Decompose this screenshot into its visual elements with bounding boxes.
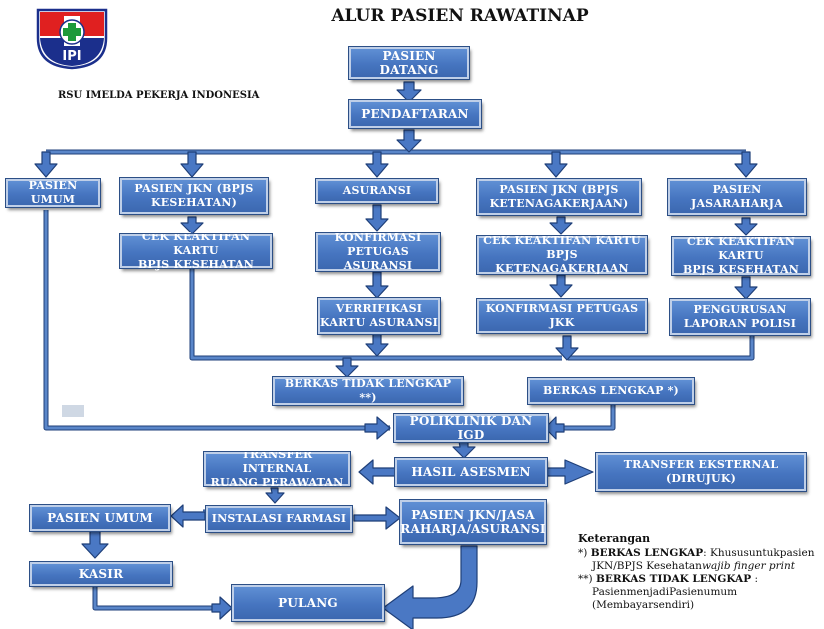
box-pasien-datang: PASIEN DATANG — [348, 46, 470, 80]
legend-text-1-line2b: wajib finger print — [701, 560, 796, 572]
box-hasil-asesmen: HASIL ASESMEN — [394, 457, 548, 487]
legend-text-1: : Khususuntukpasien — [703, 547, 815, 559]
box-pasien-umum-top: PASIEN UMUM — [5, 178, 101, 208]
box-kasir: KASIR — [29, 561, 173, 587]
legend-title: Keterangan — [578, 532, 651, 545]
box-verifikasi-kartu: VERRIFIKASI KARTU ASURANSI — [317, 297, 441, 335]
box-cek-bpjs-ketenagakerjaan: CEK KEAKTIFAN KARTU BPJS KETENAGAKERJAAN — [476, 234, 648, 275]
page-title: ALUR PASIEN RAWATINAP — [331, 6, 589, 26]
box-instalasi-farmasi: INSTALASI FARMASI — [205, 505, 353, 533]
box-pulang: PULANG — [231, 584, 385, 622]
box-cek-bpjs-kesehatan-2: CEK KEAKTIFAN KARTU BPJS KESEHATAN — [671, 235, 811, 276]
legend-text-2: : — [751, 573, 758, 585]
box-konfirmasi-jkk: KONFIRMASI PETUGAS JKK — [476, 298, 648, 334]
logo-letters: IPI — [62, 49, 81, 64]
box-pasien-jasaraharja: PASIEN JASARAHARJA — [667, 178, 807, 216]
box-pasien-jkn-bpjs-kesehatan: PASIEN JKN (BPJS KESEHATAN) — [119, 177, 269, 215]
legend-marker-2: **) — [578, 573, 593, 585]
box-poliklinik-igd: POLIKLINIK DAN IGD — [393, 413, 549, 443]
box-cek-bpjs-kesehatan-1: CEK KEAKTIFAN KARTU BPJS KESEHATAN — [119, 230, 273, 271]
hospital-name: RSU IMELDA PEKERJA INDONESIA — [58, 90, 260, 101]
box-berkas-tidak-lengkap: BERKAS TIDAK LENGKAP **) — [272, 376, 464, 406]
legend-text-2-line3: (Membayarsendiri) — [592, 599, 695, 611]
box-pendaftaran: PENDAFTARAN — [348, 99, 482, 129]
box-pasien-jkn-jasa-raharja: PASIEN JKN/JASA RAHARJA/ASURANSI — [399, 499, 547, 545]
decorative-mark — [62, 405, 84, 417]
legend-item-berkas-tidak-lengkap: **) BERKAS TIDAK LENGKAP : Pasienmenjadi… — [578, 573, 818, 612]
legend-text-2-line2: PasienmenjadiPasienumum — [592, 586, 738, 598]
box-asuransi: ASURANSI — [315, 178, 439, 204]
legend-marker-1: *) — [578, 547, 588, 559]
box-pasien-umum-bottom: PASIEN UMUM — [29, 504, 171, 532]
box-transfer-internal: TRANSFER INTERNAL RUANG PERAWATAN — [203, 448, 351, 489]
legend-label-2: BERKAS TIDAK LENGKAP — [595, 573, 752, 585]
legend-label-1: BERKAS LENGKAP — [590, 547, 704, 559]
box-konfirmasi-asuransi: KONFIRMASI PETUGAS ASURANSI — [315, 231, 441, 272]
box-pengurusan-polisi: PENGURUSAN LAPORAN POLISI — [669, 298, 811, 336]
hospital-logo: IPI — [36, 8, 108, 70]
legend-text-1-line2a: JKN/BPJS Kesehatan — [592, 560, 702, 572]
legend: Keterangan *) BERKAS LENGKAP: Khususuntu… — [578, 532, 818, 612]
legend-item-berkas-lengkap: *) BERKAS LENGKAP: Khususuntukpasien JKN… — [578, 547, 818, 573]
box-transfer-eksternal: TRANSFER EKSTERNAL (DIRUJUK) — [595, 452, 807, 492]
box-berkas-lengkap: BERKAS LENGKAP *) — [527, 377, 695, 405]
box-pasien-jkn-bpjs-ketenagakerjaan: PASIEN JKN (BPJS KETENAGAKERJAAN) — [476, 178, 642, 216]
